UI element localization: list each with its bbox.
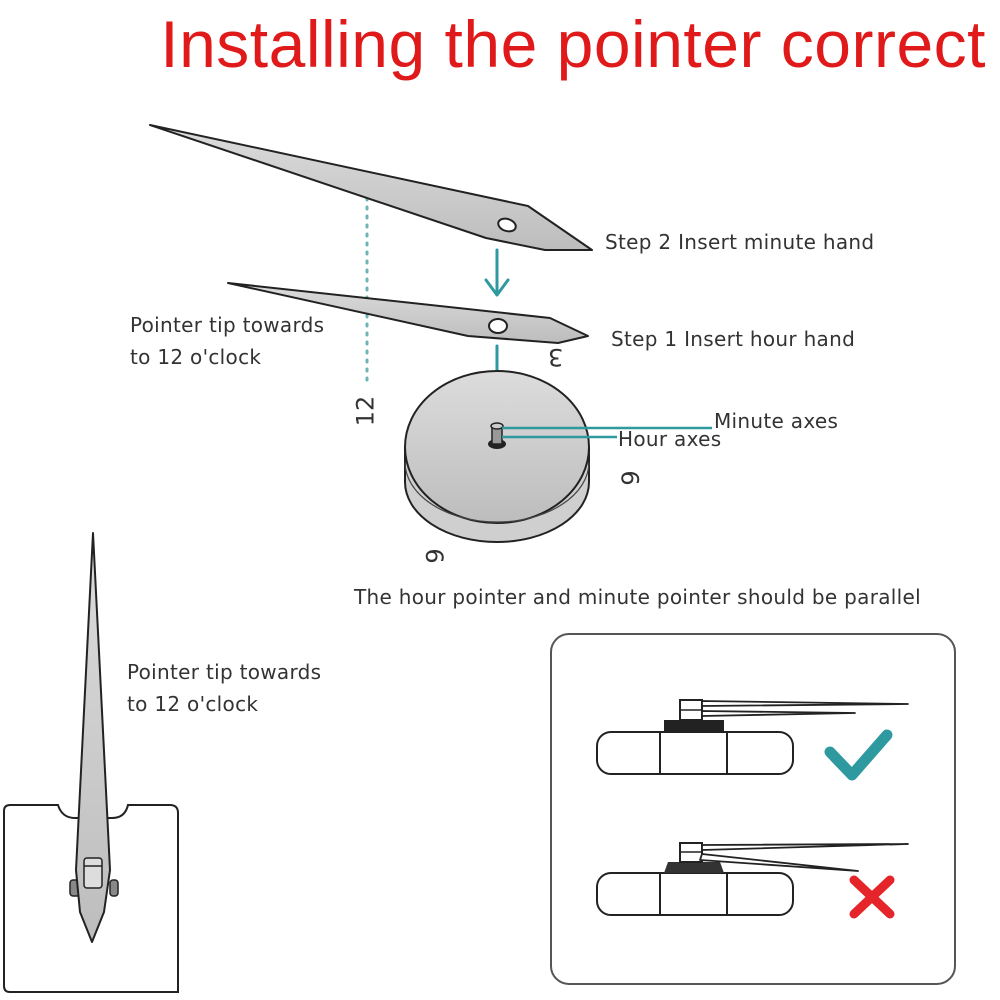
step2-label: Step 2 Insert minute hand <box>605 230 875 254</box>
tip-instruction-top-line2: to 12 o'clock <box>130 345 262 369</box>
page-title: Installing the pointer correct <box>160 7 986 81</box>
correct-example <box>596 699 909 775</box>
comparison-panel <box>550 633 956 985</box>
clock-movement <box>404 370 590 543</box>
arrow-down-icon <box>484 248 510 297</box>
dial-number-9: 9 <box>421 548 450 564</box>
check-icon <box>824 729 893 781</box>
minute-axes-label: Minute axes <box>714 409 839 433</box>
incorrect-example <box>596 842 909 916</box>
step1-label: Step 1 Insert hour hand <box>611 327 856 351</box>
movement-with-hand <box>3 532 179 993</box>
dial-number-12: 12 <box>351 395 380 427</box>
hour-hand <box>227 282 589 344</box>
dial-number-6: 6 <box>615 470 644 486</box>
cross-icon <box>849 875 895 919</box>
parallel-note: The hour pointer and minute pointer shou… <box>354 585 921 609</box>
tip-instruction-bottom-line2: to 12 o'clock <box>127 692 259 716</box>
tip-instruction-bottom-line1: Pointer tip towards <box>127 660 322 684</box>
hour-axes-label: Hour axes <box>618 427 722 451</box>
tip-instruction-top-line1: Pointer tip towards <box>130 313 325 337</box>
minute-hand <box>149 124 593 251</box>
dial-number-3: 3 <box>548 343 564 371</box>
